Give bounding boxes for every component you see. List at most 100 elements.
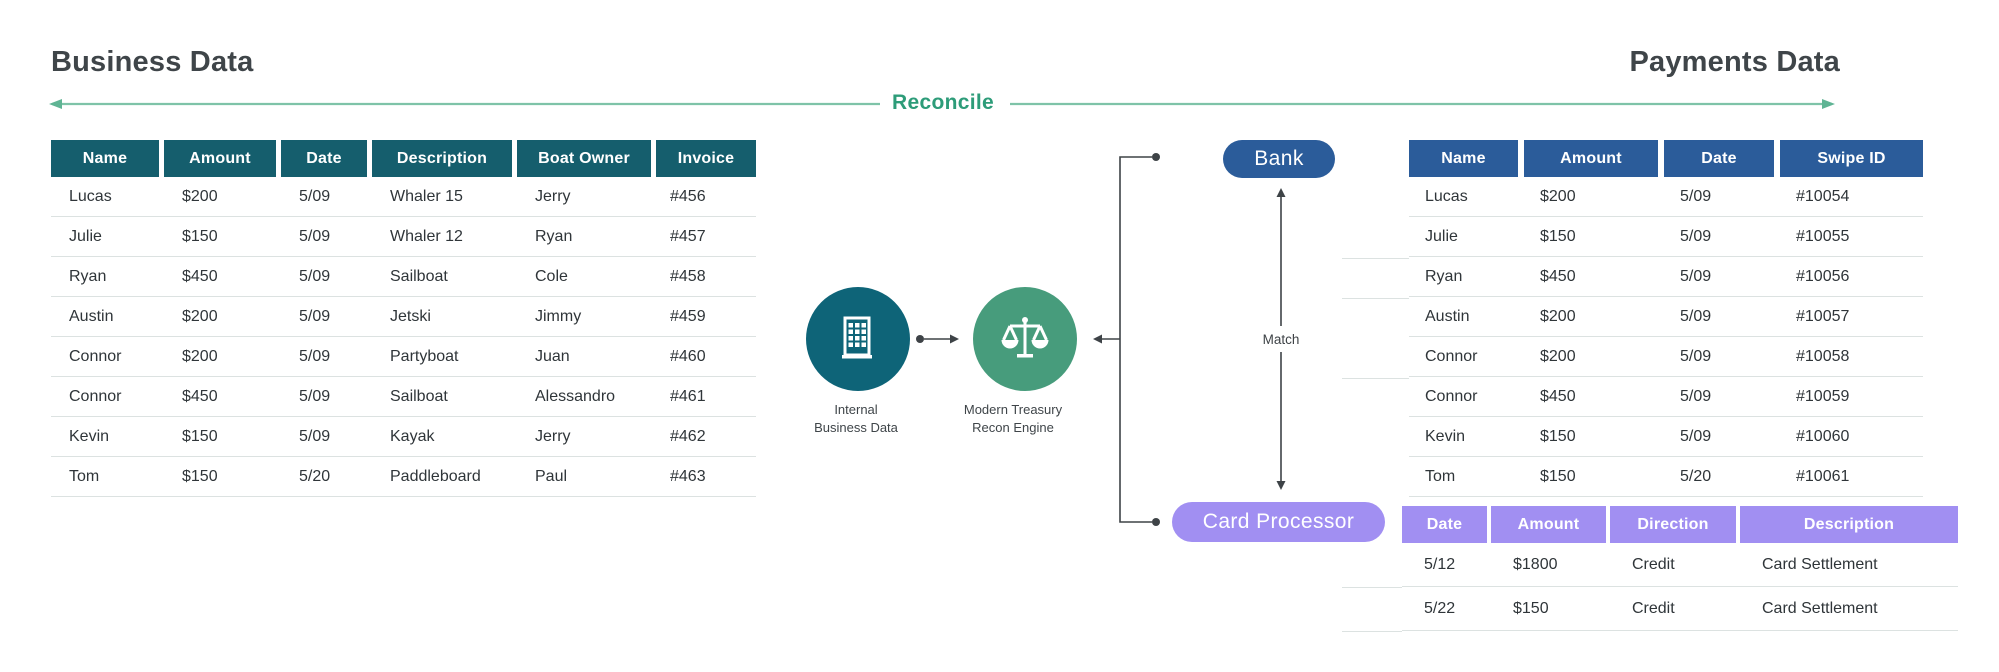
match-label: Match [1246,332,1316,347]
table-cell: #10060 [1796,427,1850,445]
table-cell: #456 [670,187,706,205]
table-cell: Julie [69,227,102,245]
table-cell: 5/09 [1680,267,1712,285]
table-cell: 5/09 [299,387,331,405]
table-cell: #10059 [1796,387,1850,405]
table-cell: $150 [1540,227,1576,245]
table-cell: $200 [182,347,218,365]
table-cell: Ryan [69,267,107,285]
table-cell: Cole [535,267,568,285]
table-cell: $200 [1540,187,1576,205]
table-cell: 5/22 [1424,599,1456,617]
table-cell: Jerry [535,187,571,205]
label-line: Modern Treasury [963,402,1063,417]
row-divider [1342,631,1402,632]
table-row: Connor $450 5/09 #10059 [1409,377,1923,417]
column-header: Amount [164,140,276,177]
arrow-right-icon [1822,99,1835,109]
table-cell: Credit [1632,555,1675,573]
table-cell: Lucas [1425,187,1468,205]
table-cell: 5/12 [1424,555,1456,573]
table-cell: Alessandro [535,387,616,405]
table-cell: $150 [1540,427,1576,445]
table-cell: #10057 [1796,307,1850,325]
table-cell: 5/09 [1680,347,1712,365]
table-cell: 5/09 [1680,227,1712,245]
table-cell: $450 [1540,267,1576,285]
business-data-heading: Business Data [51,46,254,78]
table-cell: Jimmy [535,307,582,325]
table-cell: 5/09 [1680,427,1712,445]
table-cell: Whaler 12 [390,227,463,245]
table-cell: Ryan [1425,267,1463,285]
column-header: Invoice [656,140,756,177]
table-cell: Card Settlement [1762,555,1878,573]
building-icon [842,316,872,359]
table-cell: #458 [670,267,706,285]
table-cell: Tom [69,467,100,485]
table-cell: 5/09 [299,187,331,205]
table-cell: 5/09 [1680,307,1712,325]
table-cell: 5/09 [299,267,331,285]
table-cell: #457 [670,227,706,245]
table-cell: $450 [1540,387,1576,405]
internal-node-label: Internal Business Data [771,401,941,436]
table-cell: Paddleboard [390,467,481,485]
table-cell: 5/09 [299,347,331,365]
arrow-right-icon [950,334,959,344]
table-cell: $200 [1540,347,1576,365]
table-cell: 5/09 [299,307,331,325]
table-cell: $150 [182,227,218,245]
bank-pill: Bank [1223,140,1335,178]
table-cell: Jetski [390,307,431,325]
column-header: Swipe ID [1780,140,1923,177]
column-header: Description [1740,506,1958,543]
column-header: Date [281,140,367,177]
row-divider [1342,298,1409,299]
table-row: 5/12 $1800 Credit Card Settlement [1402,543,1958,587]
table-cell: $150 [1513,599,1549,617]
table-cell: $1800 [1513,555,1558,573]
payments-data-heading: Payments Data [1629,46,1840,78]
table-cell: 5/20 [299,467,331,485]
column-header: Name [51,140,159,177]
table-cell: $200 [1540,307,1576,325]
table-cell: Lucas [69,187,112,205]
table-cell: $150 [1540,467,1576,485]
table-cell: #463 [670,467,706,485]
table-cell: Connor [1425,387,1478,405]
row-divider [1342,587,1402,588]
table-cell: Julie [1425,227,1458,245]
table-cell: Credit [1632,599,1675,617]
table-cell: #459 [670,307,706,325]
table-cell: 5/09 [1680,387,1712,405]
engine-node-label: Modern Treasury Recon Engine [928,401,1098,436]
table-cell: Sailboat [390,267,448,285]
label-line: Recon Engine [972,419,1054,435]
arrow-left-icon [49,99,62,109]
column-header: Name [1409,140,1518,177]
table-cell: Austin [69,307,114,325]
table-cell: #460 [670,347,706,365]
table-cell: Paul [535,467,568,485]
column-header: Date [1402,506,1487,543]
table-cell: #10058 [1796,347,1850,365]
table-cell: Connor [69,347,122,365]
